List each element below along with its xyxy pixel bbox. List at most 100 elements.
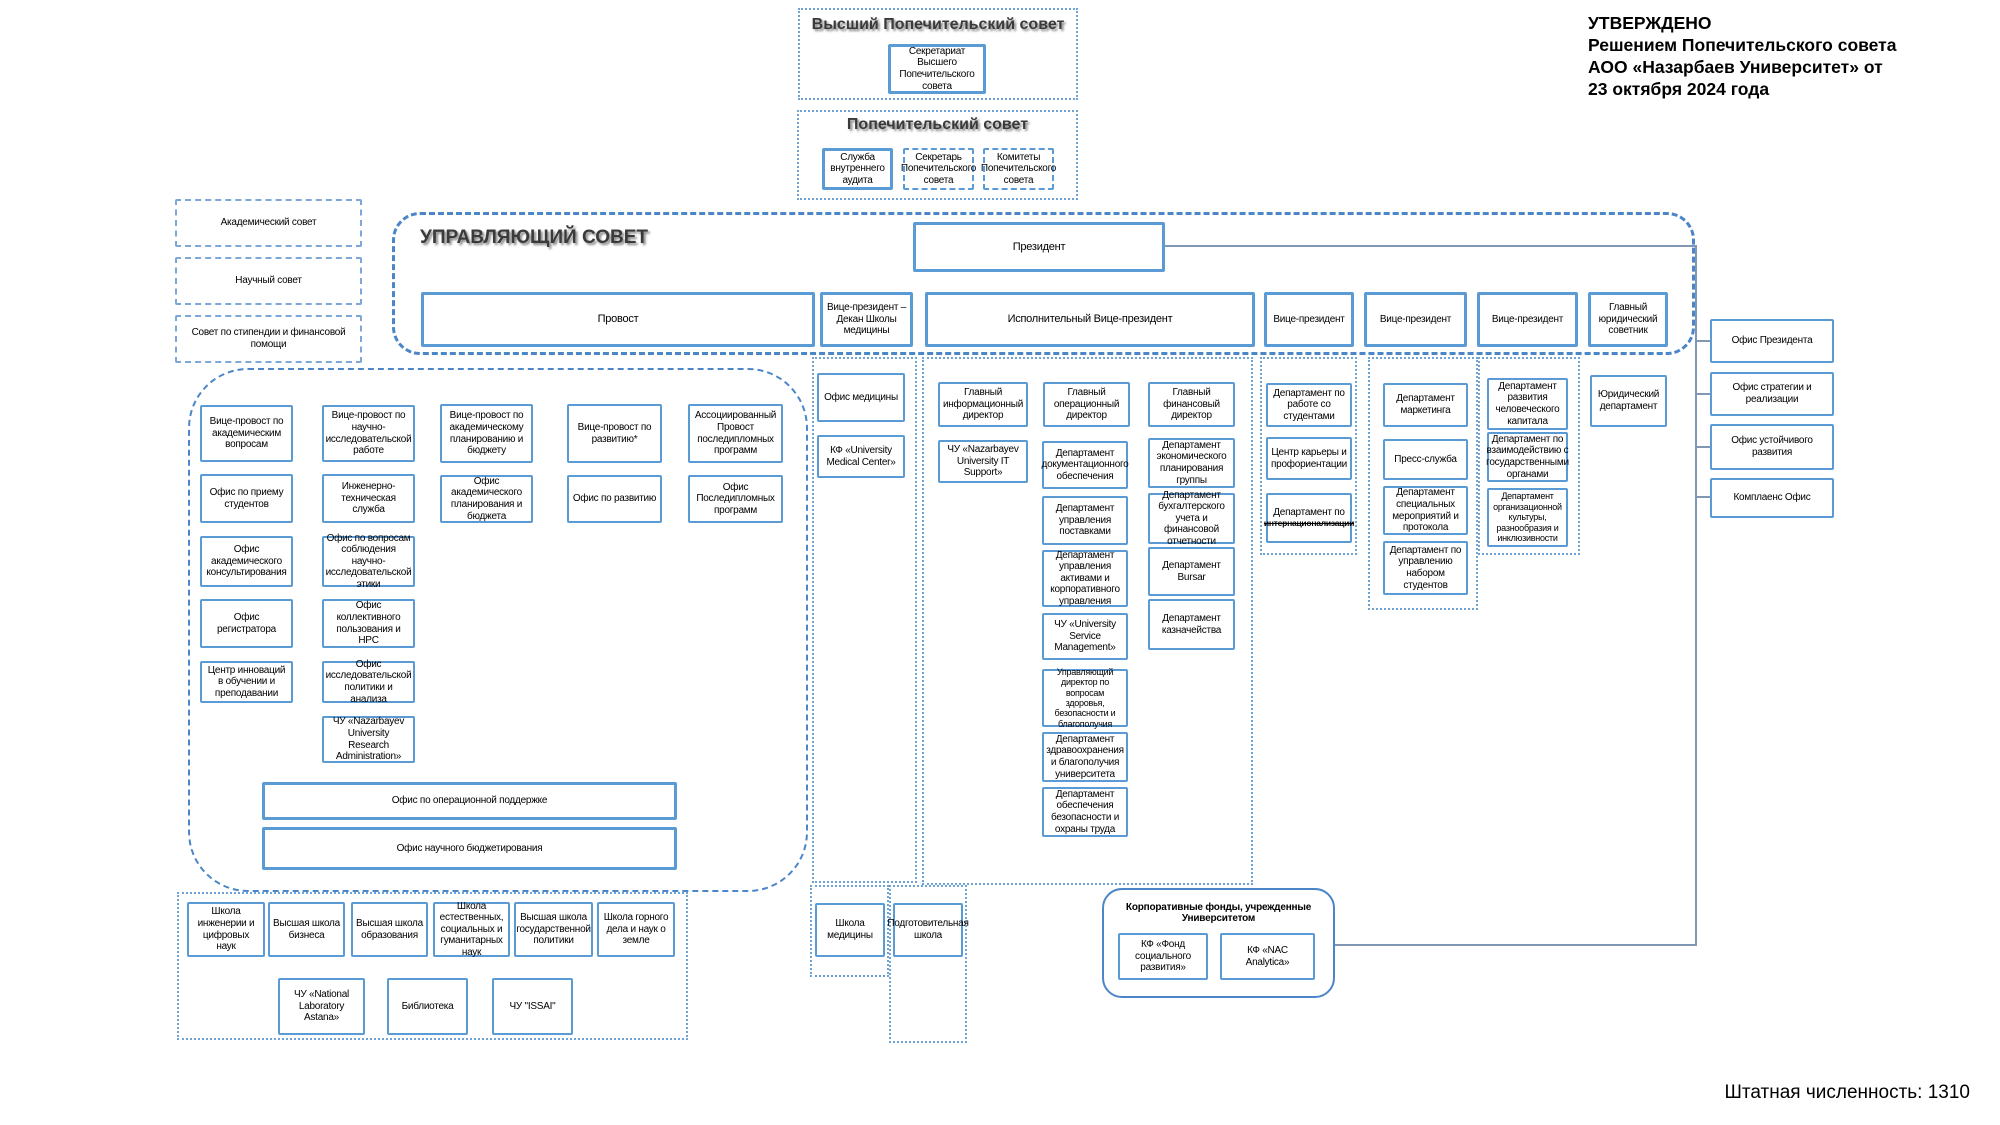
- usm-box: ЧУ «University Service Management»: [1042, 613, 1128, 660]
- managing-council-container: [392, 212, 1695, 355]
- prep-school-box: Подготовительная школа: [887, 903, 969, 957]
- assets-dept-box: Департамент управления активами и корпор…: [1042, 550, 1128, 607]
- medicine-school-box: Школа медицины: [815, 903, 885, 957]
- medicine-office-box: Офис медицины: [817, 373, 905, 422]
- national-laboratory-box: ЧУ «National Laboratory Astana»: [278, 978, 365, 1035]
- school-education-box: Высшая школа образования: [351, 902, 428, 957]
- board-committees-box: Комитеты Попечительского совета: [981, 148, 1056, 190]
- vp-box-3: Вице-президент: [1477, 292, 1578, 347]
- registrar-office-box: Офис регистратора: [200, 599, 293, 648]
- school-sciences-humanities-box: Школа естественных, социальных и гуманит…: [433, 901, 510, 958]
- office-sustainability-box: Офис устойчивого развития: [1710, 424, 1834, 470]
- vice-provost-development-box: Вице-провост по развитию*: [567, 404, 662, 463]
- board-title: Попечительский совет: [846, 116, 1029, 133]
- office-compliance-box: Комплаенс Офис: [1710, 478, 1834, 518]
- approval-line: 23 октября 2024 года: [1588, 79, 1770, 99]
- medicine-container: [812, 357, 917, 883]
- supreme-board-container: [798, 8, 1078, 100]
- executive-vp-box: Исполнительный Вице-президент: [925, 292, 1255, 347]
- admissions-office-box: Офис по приему студентов: [200, 474, 293, 523]
- cio-box: Главный информационный директор: [938, 382, 1028, 427]
- vice-provost-research-box: Вице-провост по научно-исследовательской…: [322, 405, 415, 462]
- connector-stub-2: [1697, 393, 1710, 395]
- cfo-box: Главный финансовый директор: [1148, 382, 1235, 427]
- gov-relations-dept-box: Департамент по взаимодействию с государс…: [1486, 432, 1569, 482]
- library-box: Библиотека: [387, 978, 468, 1035]
- internationalization-line2: интернационализации: [1263, 517, 1355, 528]
- economic-planning-dept-box: Департамент экономического планирования …: [1148, 438, 1235, 488]
- connector-stub-1: [1697, 340, 1710, 342]
- school-engineering-box: Школа инженерии и цифровых наук: [187, 902, 265, 957]
- issai-box: ЧУ "ISSAI": [492, 978, 573, 1035]
- student-affairs-dept-box: Департамент по работе со студентами: [1266, 383, 1352, 427]
- it-support-box: ЧУ «Nazarbayev University IT Support»: [938, 440, 1028, 483]
- internationalization-dept-box: Департамент по интернационализации: [1263, 493, 1355, 543]
- school-mining-box: Школа горного дела и наук о земле: [597, 902, 675, 957]
- hsw-director-box: Управляющий директор по вопросам здоровь…: [1042, 667, 1128, 729]
- associate-provost-grad-box: Ассоциированный Провост последипломных п…: [688, 404, 783, 463]
- school-business-box: Высшая школа бизнеса: [268, 902, 345, 957]
- documentation-dept-box: Департамент документационного обеспечени…: [1042, 441, 1129, 489]
- human-capital-dept-box: Департамент развития человеческого капит…: [1487, 378, 1568, 430]
- academic-planning-office-box: Офис академического планирования и бюдже…: [440, 475, 533, 523]
- treasury-dept-box: Департамент казначейства: [1148, 599, 1235, 650]
- prep-school-container: [889, 885, 967, 1043]
- connector-stub-3: [1697, 446, 1710, 448]
- operational-support-office-box: Офис по операционной поддержке: [262, 782, 677, 820]
- vice-provost-academic-box: Вице-провост по академическим вопросам: [200, 405, 293, 462]
- core-facilities-hpc-office-box: Офис коллективного пользования и HPC: [322, 599, 415, 648]
- teaching-innovation-center-box: Центр инноваций в обучении и преподавани…: [200, 661, 293, 703]
- advising-office-box: Офис академического консультирования: [200, 536, 293, 587]
- board-container: [797, 110, 1078, 200]
- umc-box: КФ «University Medical Center»: [817, 435, 905, 478]
- provost-container: [188, 368, 808, 892]
- connector-president-right: [1165, 245, 1695, 247]
- office-strategy-box: Офис стратегии и реализации: [1710, 372, 1834, 416]
- enrollment-dept-box: Департамент по управлению набором студен…: [1383, 541, 1468, 595]
- connector-funds: [1335, 944, 1697, 946]
- stipend-council-box: Совет по стипендии и финансовой помощи: [175, 315, 362, 363]
- executive-container: [922, 357, 1253, 885]
- medicine-school-container: [810, 885, 889, 977]
- procurement-dept-box: Департамент управления поставками: [1042, 496, 1128, 545]
- legal-dept-box: Юридический департамент: [1590, 375, 1667, 427]
- press-service-box: Пресс-служба: [1383, 439, 1468, 480]
- provost-box: Провост: [421, 292, 815, 347]
- supreme-board-title: Высший Попечительский совет: [811, 16, 1065, 33]
- research-policy-office-box: Офис исследовательской политики и анализ…: [322, 659, 415, 705]
- managing-council-title: УПРАВЛЯЮЩИЙ СОВЕТ: [420, 227, 649, 248]
- graduate-programs-office-box: Офис Последипломных программ: [688, 475, 783, 523]
- research-ethics-office-box: Офис по вопросам соблюдения научно-иссле…: [322, 533, 415, 590]
- hr-container: [1478, 357, 1580, 555]
- bursar-dept-box: Департамент Bursar: [1148, 547, 1235, 596]
- approval-note: УТВЕРЖДЕНО Решением Попечительского сове…: [1588, 12, 1978, 100]
- engineering-service-box: Инженерно-техническая служба: [322, 474, 415, 523]
- nura-box: ЧУ «Nazarbayev University Research Admin…: [322, 716, 415, 763]
- approval-line: Решением Попечительского совета: [1588, 35, 1897, 55]
- development-office-box: Офис по развитию: [567, 475, 662, 523]
- nac-analytica-box: КФ «NAC Analytica»: [1220, 933, 1315, 980]
- events-protocol-dept-box: Департамент специальных мероприятий и пр…: [1383, 486, 1468, 535]
- supreme-secretariat-box: Секретариат Высшего Попечительского сове…: [888, 44, 986, 94]
- president-box: Президент: [913, 222, 1165, 272]
- schools-container: [177, 892, 688, 1040]
- approval-line: АОО «Назарбаев Университет» от: [1588, 57, 1883, 77]
- research-budgeting-office-box: Офис научного бюджетирования: [262, 827, 677, 870]
- culture-diversity-dept-box: Департамент организационной культуры, ра…: [1487, 488, 1568, 547]
- students-container: [1260, 357, 1357, 555]
- social-development-fund-box: КФ «Фонд социального развития»: [1118, 933, 1208, 980]
- marketing-container: [1368, 357, 1478, 610]
- health-wellbeing-dept-box: Департамент здравоохранения и благополуч…: [1042, 732, 1128, 782]
- connector-right-vertical: [1695, 245, 1697, 946]
- academic-council-box: Академический совет: [175, 199, 362, 247]
- career-center-box: Центр карьеры и профориентации: [1266, 437, 1352, 480]
- marketing-dept-box: Департамент маркетинга: [1383, 383, 1468, 427]
- school-public-policy-box: Высшая школа государственной политики: [514, 902, 593, 957]
- connector-stub-4: [1697, 496, 1710, 498]
- research-council-box: Научный совет: [175, 257, 362, 305]
- vp-medicine-box: Вице-президент – Декан Школы медицины: [820, 292, 913, 347]
- headcount-label: Штатная численность: 1310: [1724, 1082, 1970, 1103]
- vp-box-2: Вице-президент: [1364, 292, 1467, 347]
- vp-box-1: Вице-президент: [1264, 292, 1354, 347]
